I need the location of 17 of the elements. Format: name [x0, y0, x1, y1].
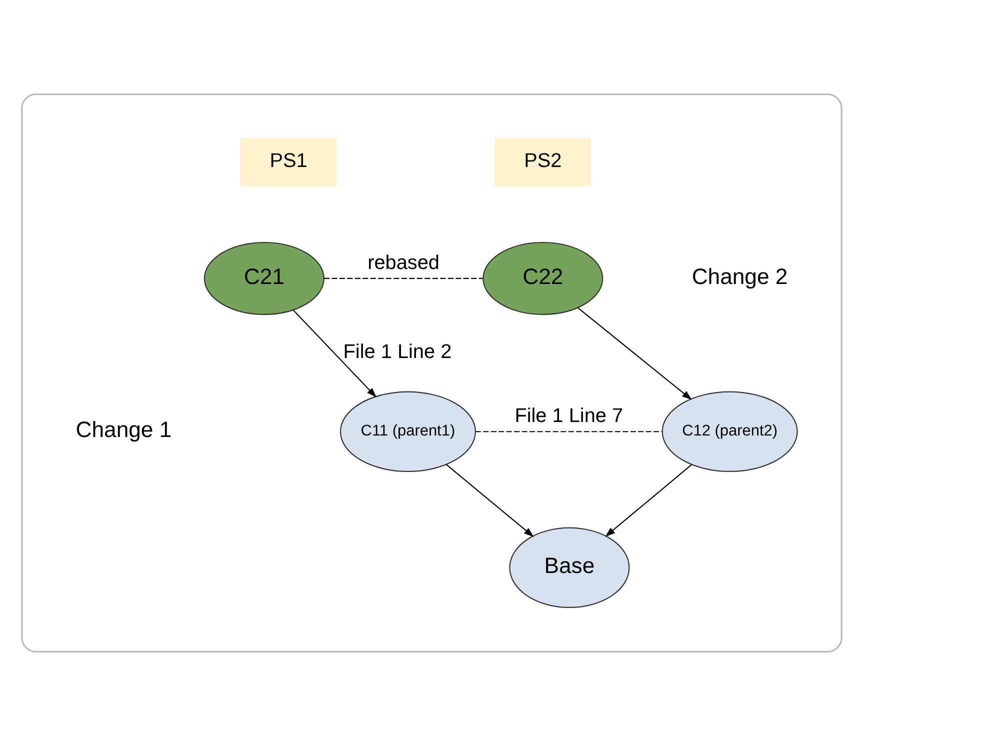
- arrow: [446, 464, 534, 538]
- cluster: [21, 93, 842, 653]
- node-box: PS2: [494, 138, 592, 187]
- node-box: PS1: [240, 138, 337, 187]
- node-ellipse: C11 (parent1): [340, 391, 476, 472]
- label: Change 1: [76, 417, 172, 442]
- connector: [324, 278, 483, 279]
- node-ellipse: C22: [482, 242, 604, 315]
- edge-label: rebased: [368, 252, 440, 274]
- node-ellipse: C21: [204, 242, 324, 315]
- edge-label: File 1 Line 2: [343, 340, 452, 363]
- arrow: [605, 464, 692, 537]
- label: Change 2: [692, 264, 788, 289]
- connector: [475, 431, 662, 432]
- arrow: [578, 308, 692, 400]
- arrow: [292, 310, 377, 398]
- edge-label: File 1 Line 7: [514, 405, 624, 428]
